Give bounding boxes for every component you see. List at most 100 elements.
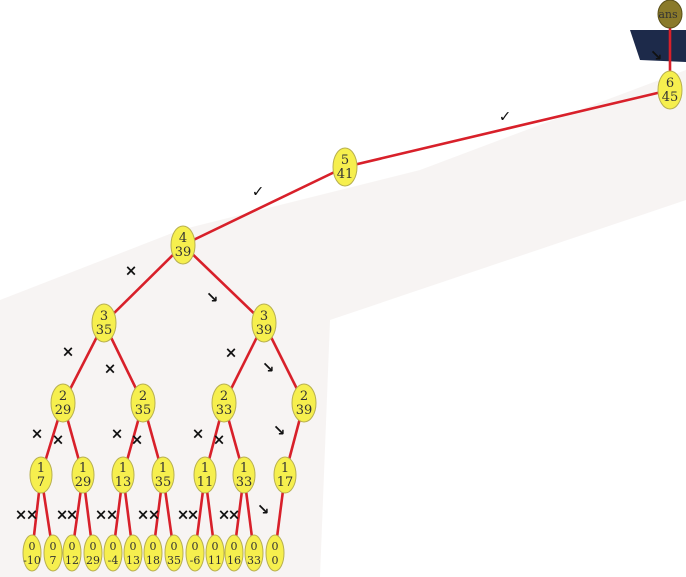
cross-mark: × <box>177 506 190 524</box>
hook-mark: ↘ <box>257 501 270 519</box>
node-depth-label: 0 <box>192 540 199 553</box>
node-value-label: -10 <box>23 554 41 567</box>
node-value-label: 35 <box>155 475 172 490</box>
node-depth-label: 1 <box>240 461 248 476</box>
tree-node-l6: 013 <box>123 534 143 572</box>
cross-mark: × <box>213 431 226 449</box>
root-label: ans <box>658 8 678 21</box>
tree-edge <box>182 244 265 324</box>
tree-node-l12: 033 <box>244 534 264 572</box>
tree-node-l1: 0-10 <box>22 534 42 572</box>
cross-mark: × <box>62 343 75 361</box>
node-depth-label: 0 <box>150 540 157 553</box>
node-value-label: 29 <box>55 403 72 418</box>
node-value-label: 39 <box>296 403 313 418</box>
node-value-label: 39 <box>175 245 192 260</box>
tree-node-l5: 0-4 <box>103 534 123 572</box>
cross-mark: × <box>26 506 39 524</box>
node-value-label: 35 <box>96 323 113 338</box>
tree-node-l7: 018 <box>143 534 163 572</box>
node-depth-label: 0 <box>212 540 219 553</box>
node-value-label: 7 <box>50 554 57 567</box>
node-depth-label: 0 <box>69 540 76 553</box>
cross-mark: × <box>192 425 205 443</box>
background-band <box>0 70 686 577</box>
node-value-label: 18 <box>146 554 160 567</box>
background-shading <box>0 30 686 577</box>
tree-node-b1: 129 <box>71 456 95 494</box>
tree-node-a1: 17 <box>29 456 53 494</box>
node-value-label: 11 <box>197 475 214 490</box>
node-value-label: 45 <box>662 90 679 105</box>
hook-mark: ↘ <box>206 289 219 307</box>
node-depth-label: 0 <box>90 540 97 553</box>
tree-node-d1: 135 <box>151 456 175 494</box>
node-depth-label: 2 <box>59 389 67 404</box>
node-depth-label: 0 <box>171 540 178 553</box>
hook-mark: ↘ <box>273 422 286 440</box>
node-value-label: 29 <box>86 554 100 567</box>
tree-node-c2: 233 <box>211 383 237 423</box>
node-depth-label: 1 <box>37 461 45 476</box>
node-value-label: 39 <box>256 323 273 338</box>
tree-node-b3: 339 <box>251 303 277 343</box>
node-value-label: 35 <box>135 403 152 418</box>
tree-node-l2: 07 <box>43 534 63 572</box>
node-value-label: 13 <box>126 554 140 567</box>
node-depth-label: 1 <box>281 461 289 476</box>
node-depth-label: 0 <box>130 540 137 553</box>
node-depth-label: 2 <box>139 389 147 404</box>
tree-node-n6: 645 <box>657 70 683 110</box>
cross-mark: × <box>52 431 65 449</box>
node-depth-label: 6 <box>666 76 674 91</box>
tree-node-f1: 133 <box>232 456 256 494</box>
node-value-label: 33 <box>247 554 261 567</box>
tree-node-l3: 012 <box>62 534 82 572</box>
cross-mark: × <box>31 425 44 443</box>
tree-node-l4: 029 <box>83 534 103 572</box>
check-mark: ✓ <box>499 108 512 126</box>
edge-marks: ✓✓↘×↘×××↘××××××↘××××××××××××↘ <box>15 47 663 524</box>
node-depth-label: 1 <box>119 461 127 476</box>
node-value-label: 11 <box>208 554 222 567</box>
cross-mark: × <box>106 506 119 524</box>
node-value-label: -6 <box>190 554 201 567</box>
node-value-label: 12 <box>65 554 79 567</box>
cross-mark: × <box>111 425 124 443</box>
tree-edge <box>344 88 671 169</box>
node-value-label: 0 <box>272 554 279 567</box>
node-depth-label: 0 <box>110 540 117 553</box>
cross-mark: × <box>137 506 150 524</box>
tree-node-l10: 011 <box>205 534 225 572</box>
cross-mark: × <box>225 344 238 362</box>
dark-corner-shape <box>630 30 686 62</box>
node-value-label: 29 <box>75 475 92 490</box>
node-depth-label: 5 <box>341 153 349 168</box>
check-mark: ✓ <box>252 183 265 201</box>
node-value-label: 35 <box>167 554 181 567</box>
tree-node-b2: 235 <box>130 383 156 423</box>
hook-mark: ↘ <box>650 47 663 65</box>
cross-mark: × <box>218 506 231 524</box>
node-value-label: 33 <box>236 475 253 490</box>
tree-node-n4: 439 <box>170 225 196 265</box>
node-depth-label: 3 <box>260 309 268 324</box>
tree-edge <box>182 165 346 247</box>
tree-edge <box>103 244 184 324</box>
root-node: ans <box>657 0 683 29</box>
tree-node-d2: 239 <box>291 383 317 423</box>
node-value-label: 41 <box>337 167 354 182</box>
node-value-label: 17 <box>277 475 294 490</box>
node-depth-label: 0 <box>231 540 238 553</box>
cross-mark: × <box>125 262 138 280</box>
node-depth-label: 0 <box>272 540 279 553</box>
tree-node-e1: 111 <box>193 456 217 494</box>
cross-mark: × <box>56 506 69 524</box>
cross-mark: × <box>66 506 79 524</box>
cross-mark: × <box>104 360 117 378</box>
node-depth-label: 1 <box>201 461 209 476</box>
node-depth-label: 2 <box>300 389 308 404</box>
cross-mark: × <box>187 506 200 524</box>
tree-node-a2: 229 <box>50 383 76 423</box>
